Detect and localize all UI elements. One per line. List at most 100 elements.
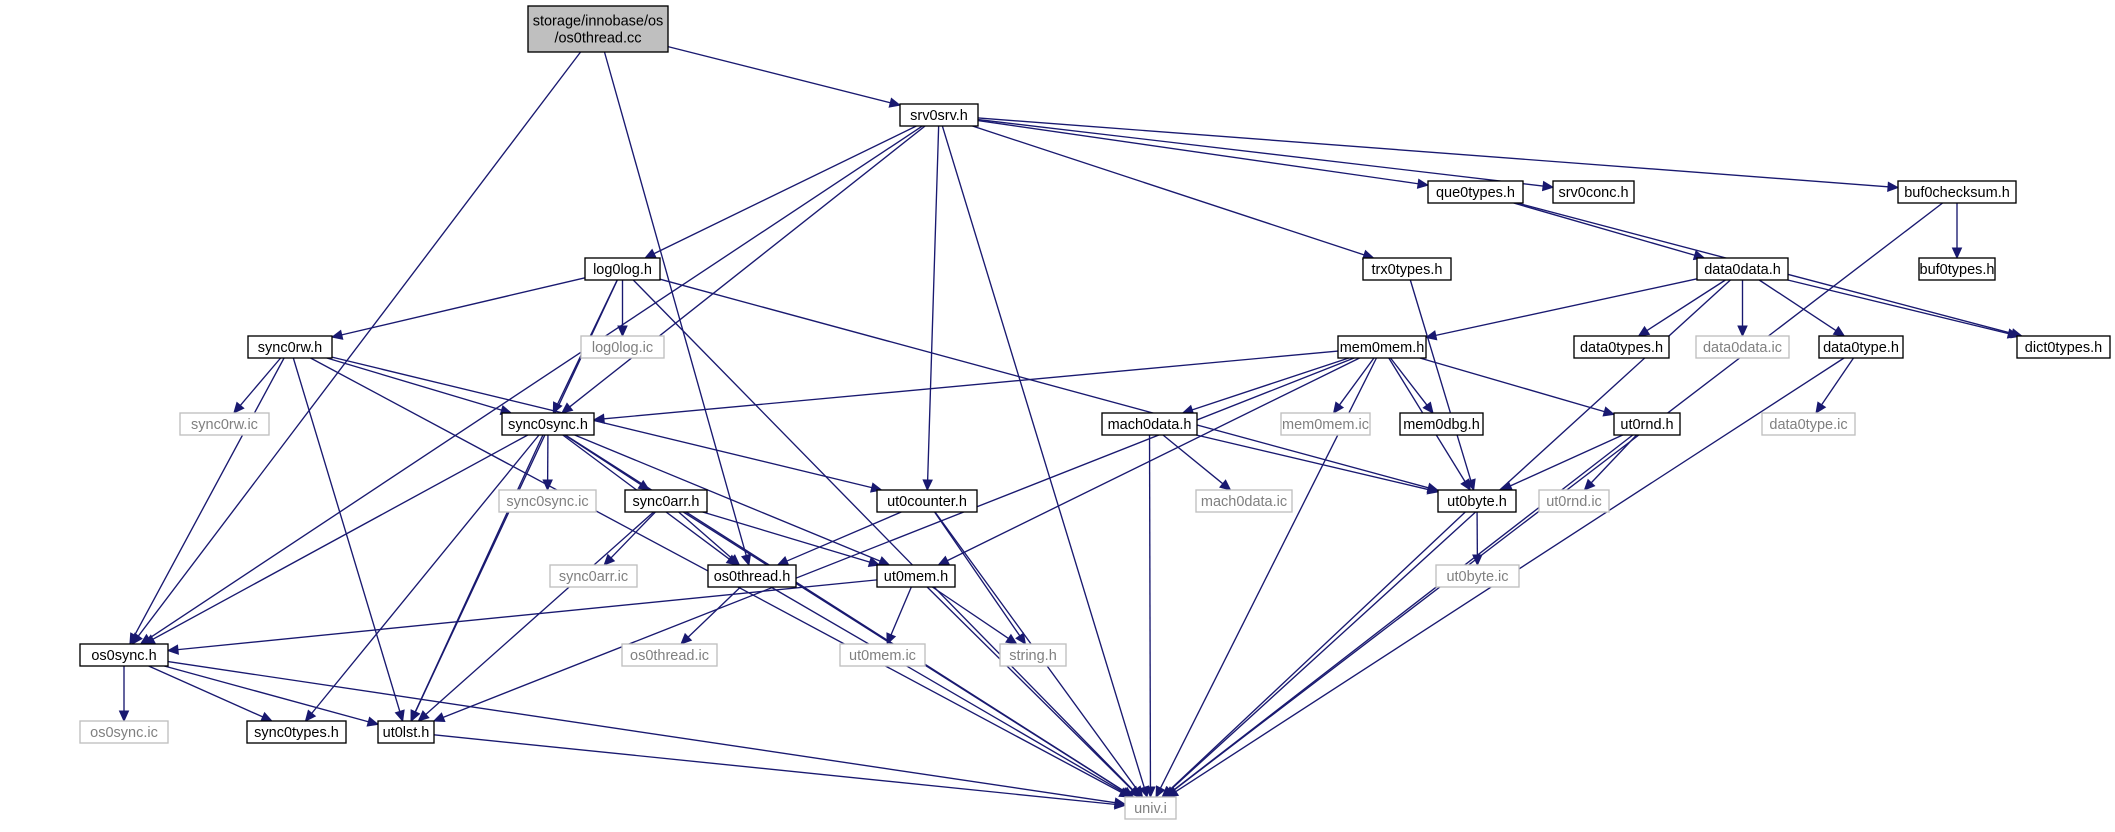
edge-que0types-to-data0data (1513, 202, 1695, 256)
arrowhead-data0data-to-data0data_ic (1737, 325, 1748, 338)
node-label-sync0rw_ic: sync0rw.ic (191, 417, 258, 433)
node-box-sync0rw (247, 335, 333, 359)
node-label-mach0data_ic: mach0data.ic (1201, 494, 1287, 510)
edge-mem0mem-to-mach0data (1191, 357, 1349, 411)
node-mach0data[interactable]: mach0data.h (1101, 412, 1198, 436)
edge-sync0arr-to-sync0arr_ic (610, 511, 656, 559)
nodes-layer: storage/innobase/os/os0thread.cc srv0srv.… (79, 5, 2111, 820)
node-sync0rw[interactable]: sync0rw.h (247, 335, 333, 359)
edge-sync0arr-to-os0thread_h (678, 511, 733, 559)
node-box-data0types (1573, 335, 1670, 359)
node-label-ut0mem_ic: ut0mem.ic (849, 648, 916, 664)
arrowhead-os0thread_h-to-os0thread_ic (680, 632, 693, 645)
arrowhead-sync0arr-to-os0thread_h (728, 554, 741, 566)
node-srv0srv[interactable]: srv0srv.h (899, 103, 979, 127)
edge-root-to-srv0srv (667, 45, 891, 104)
node-mem0mem[interactable]: mem0mem.h (1337, 335, 1427, 359)
arrowhead-sync0rw-to-sync0rw_ic (233, 401, 245, 414)
arrowhead-srv0srv-to-log0log (644, 248, 657, 259)
node-box-srv0conc (1552, 180, 1635, 204)
node-data0data[interactable]: data0data.h (1696, 257, 1789, 281)
node-os0thread_h[interactable]: os0thread.h (707, 564, 797, 588)
node-box-data0type (1818, 335, 1904, 359)
node-box-srv0srv (899, 103, 979, 127)
arrowhead-sync0sync-to-ut0lst (410, 709, 421, 723)
arrowhead-ut0mem-to-ut0mem_ic (886, 632, 897, 646)
node-box-root (527, 5, 669, 53)
node-root[interactable]: storage/innobase/os/os0thread.cc (527, 5, 669, 53)
edge-srv0srv-to-buf0checksum (977, 117, 1889, 188)
arrowhead-ut0rnd-to-ut0rnd_ic (1583, 478, 1596, 491)
arrowhead-sync0sync-to-sync0sync_ic (542, 479, 553, 492)
node-label-sync0sync_ic: sync0sync.ic (506, 494, 588, 510)
node-sync0arr[interactable]: sync0arr.h (624, 489, 708, 513)
arrowhead-mach0data-to-univ (1145, 786, 1156, 799)
arrowhead-data0data-to-mem0mem (1424, 330, 1438, 341)
node-log0log[interactable]: log0log.h (584, 257, 661, 281)
arrowhead-srv0srv-to-ut0counter (922, 479, 933, 492)
edge-sync0sync-to-ut0mem (574, 434, 881, 562)
edge-ut0mem-to-os0sync (177, 579, 878, 651)
node-buf0checksum[interactable]: buf0checksum.h (1897, 180, 2017, 204)
node-sync0types[interactable]: sync0types.h (246, 720, 347, 744)
node-label-os0thread_ic: os0thread.ic (630, 648, 709, 664)
edge-ut0counter-to-string_h (934, 511, 1021, 637)
arrowhead-mem0mem-to-univ (1155, 785, 1166, 799)
arrowhead-mem0mem-to-mem0dbg (1422, 401, 1434, 414)
edge-log0log-to-univ (632, 279, 1134, 791)
edge-data0type-to-data0type_ic (1821, 357, 1855, 406)
node-log0log_ic: log0log.ic (580, 335, 665, 359)
edge-srv0srv-to-sync0sync (569, 125, 926, 408)
node-trx0types[interactable]: trx0types.h (1362, 257, 1452, 281)
node-ut0rnd[interactable]: ut0rnd.h (1613, 412, 1681, 436)
node-label-log0log_ic: log0log.ic (592, 340, 653, 356)
node-label-data0data: data0data.h (1704, 262, 1781, 278)
edge-sync0sync-to-ut0lst (414, 434, 544, 713)
node-box-data0type_ic (1761, 412, 1856, 436)
arrowhead-srv0srv-to-buf0checksum (1887, 181, 1900, 193)
node-que0types[interactable]: que0types.h (1427, 180, 1524, 204)
node-box-ut0rnd (1613, 412, 1681, 436)
node-os0thread_ic: os0thread.ic (621, 643, 718, 667)
node-data0type_ic: data0type.ic (1761, 412, 1856, 436)
edge-mem0mem-to-mem0mem_ic (1338, 357, 1375, 406)
node-ut0mem[interactable]: ut0mem.h (876, 564, 956, 588)
node-box-trx0types (1362, 257, 1452, 281)
node-dict0types[interactable]: dict0types.h (2016, 335, 2111, 359)
node-label-os0sync: os0sync.h (91, 648, 156, 664)
edge-os0sync-to-sync0types (148, 665, 264, 718)
node-data0type[interactable]: data0type.h (1818, 335, 1904, 359)
node-srv0conc[interactable]: srv0conc.h (1552, 180, 1635, 204)
node-mem0dbg[interactable]: mem0dbg.h (1399, 412, 1484, 436)
node-os0sync[interactable]: os0sync.h (79, 643, 169, 667)
node-ut0byte[interactable]: ut0byte.h (1437, 489, 1517, 513)
node-label-ut0rnd_ic: ut0rnd.ic (1546, 494, 1602, 510)
edge-ut0rnd-to-ut0byte (1510, 434, 1623, 487)
arrowhead-data0data-to-data0types (1637, 325, 1651, 337)
arrowhead-ut0byte-to-univ (1161, 785, 1174, 798)
arrowhead-log0log-to-sync0rw (330, 329, 344, 340)
arrowhead-ut0lst-to-univ (1114, 799, 1127, 810)
arrowhead-mem0mem-to-ut0rnd (1602, 406, 1616, 417)
node-label-data0type_ic: data0type.ic (1769, 417, 1847, 433)
node-label-ut0lst: ut0lst.h (383, 725, 430, 741)
arrowhead-ut0mem-to-os0sync (166, 644, 179, 655)
node-ut0byte_ic: ut0byte.ic (1435, 564, 1520, 588)
node-box-mem0mem_ic (1280, 412, 1371, 436)
edge-ut0rnd-to-univ (1172, 434, 1634, 792)
node-label-root-line-2: /os0thread.cc (554, 31, 641, 47)
node-sync0sync[interactable]: sync0sync.h (501, 412, 595, 436)
node-ut0lst[interactable]: ut0lst.h (377, 720, 435, 744)
node-buf0types[interactable]: buf0types.h (1918, 257, 1996, 281)
node-label-srv0srv: srv0srv.h (910, 108, 968, 124)
node-box-mem0mem (1337, 335, 1427, 359)
node-ut0counter[interactable]: ut0counter.h (876, 489, 978, 513)
node-label-srv0conc: srv0conc.h (1558, 185, 1628, 201)
arrowhead-sync0arr-to-ut0lst (417, 710, 430, 722)
node-sync0arr_ic: sync0arr.ic (549, 564, 638, 588)
arrowhead-os0sync-to-ut0lst (366, 716, 380, 727)
edge-srv0srv-to-log0log (653, 125, 917, 255)
arrowhead-sync0sync-to-ut0mem (877, 556, 891, 566)
node-data0types[interactable]: data0types.h (1573, 335, 1670, 359)
